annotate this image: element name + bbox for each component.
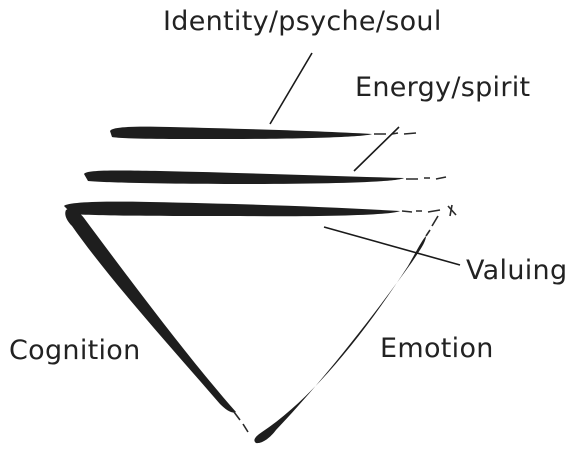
- valuing-label: Valuing: [466, 255, 567, 286]
- valuing-leader-line: [324, 227, 460, 265]
- identity-leader-line: [270, 53, 312, 124]
- valuing-stroke: [64, 202, 456, 217]
- energy-label: Energy/spirit: [355, 72, 530, 103]
- identity-stroke: [110, 127, 416, 139]
- emotion-label: Emotion: [380, 333, 494, 364]
- cognition-label: Cognition: [9, 335, 141, 366]
- emotion-stroke: [254, 216, 438, 443]
- identity-label: Identity/psyche/soul: [163, 6, 442, 37]
- cognition-stroke: [65, 209, 248, 432]
- energy-stroke: [84, 170, 446, 184]
